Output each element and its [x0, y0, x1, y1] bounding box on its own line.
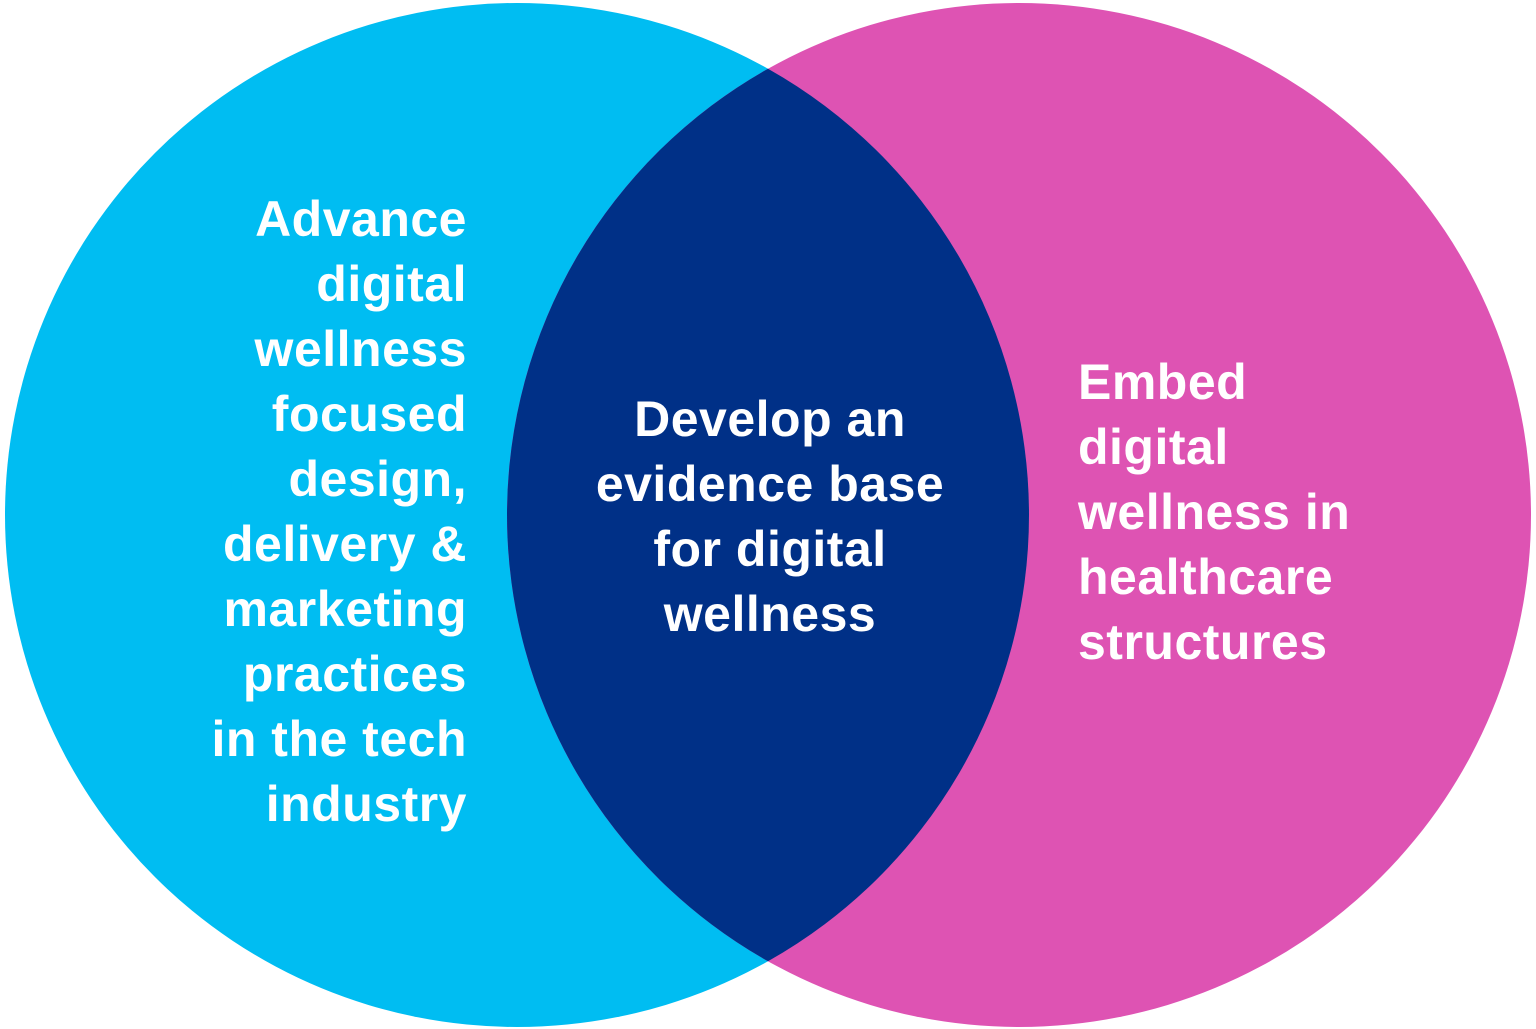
label-line: marketing — [223, 581, 467, 637]
intersection-lens — [507, 68, 1029, 962]
label-line: wellness — [254, 321, 467, 377]
label-line: digital — [1078, 419, 1229, 475]
label-line: practices — [242, 646, 467, 702]
label-line: focused — [271, 386, 467, 442]
label-line: in the tech — [211, 711, 467, 767]
label-line: Advance — [255, 191, 467, 247]
label-line: design, — [288, 451, 467, 507]
label-line: wellness in — [1078, 484, 1351, 540]
label-line: Develop an — [634, 391, 906, 447]
label-line: Embed — [1078, 354, 1248, 410]
label-line: for digital — [653, 521, 887, 577]
intersection-label: Develop an evidence base for digital wel… — [596, 387, 944, 647]
label-line: wellness — [663, 586, 877, 642]
left-circle-label: Advance digital wellness focused design,… — [211, 187, 467, 837]
label-line: evidence base — [595, 456, 945, 512]
right-circle-label: Embed digital wellness in healthcare str… — [1078, 350, 1350, 675]
label-line: digital — [316, 256, 467, 312]
label-line: industry — [265, 776, 467, 832]
label-line: structures — [1078, 614, 1328, 670]
label-line: healthcare — [1078, 549, 1334, 605]
label-line: delivery & — [222, 516, 467, 572]
